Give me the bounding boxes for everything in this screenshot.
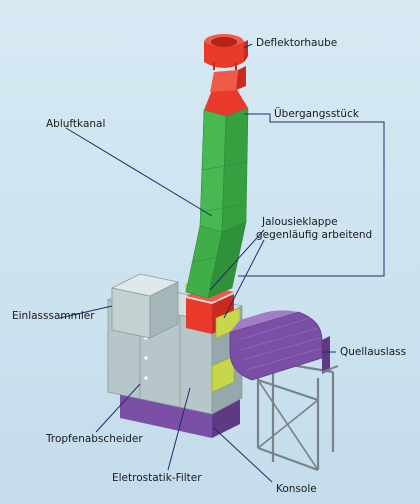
label-uebergangsstueck: Übergangsstück bbox=[274, 108, 359, 121]
label-jalousieklappe-line2: gegenläufig arbeitend bbox=[256, 229, 372, 242]
label-quellauslass: Quellauslass bbox=[340, 346, 406, 359]
deflektorhaube-hood bbox=[204, 34, 248, 116]
label-konsole: Konsole bbox=[276, 483, 317, 496]
label-tropfenabscheider: Tropfenabscheider bbox=[46, 433, 143, 446]
label-elektrostatik-filter: Eletrostatik-Filter bbox=[112, 472, 202, 485]
label-jalousieklappe-line1: Jalousieklappe bbox=[262, 216, 338, 229]
abluftkanal-duct bbox=[186, 108, 248, 298]
label-deflektorhaube: Deflektorhaube bbox=[256, 37, 337, 50]
einlasssammler-box bbox=[112, 274, 178, 338]
label-abluftkanal: Abluftkanal bbox=[46, 118, 105, 131]
label-einlasssammler: Einlasssammler bbox=[12, 310, 95, 323]
